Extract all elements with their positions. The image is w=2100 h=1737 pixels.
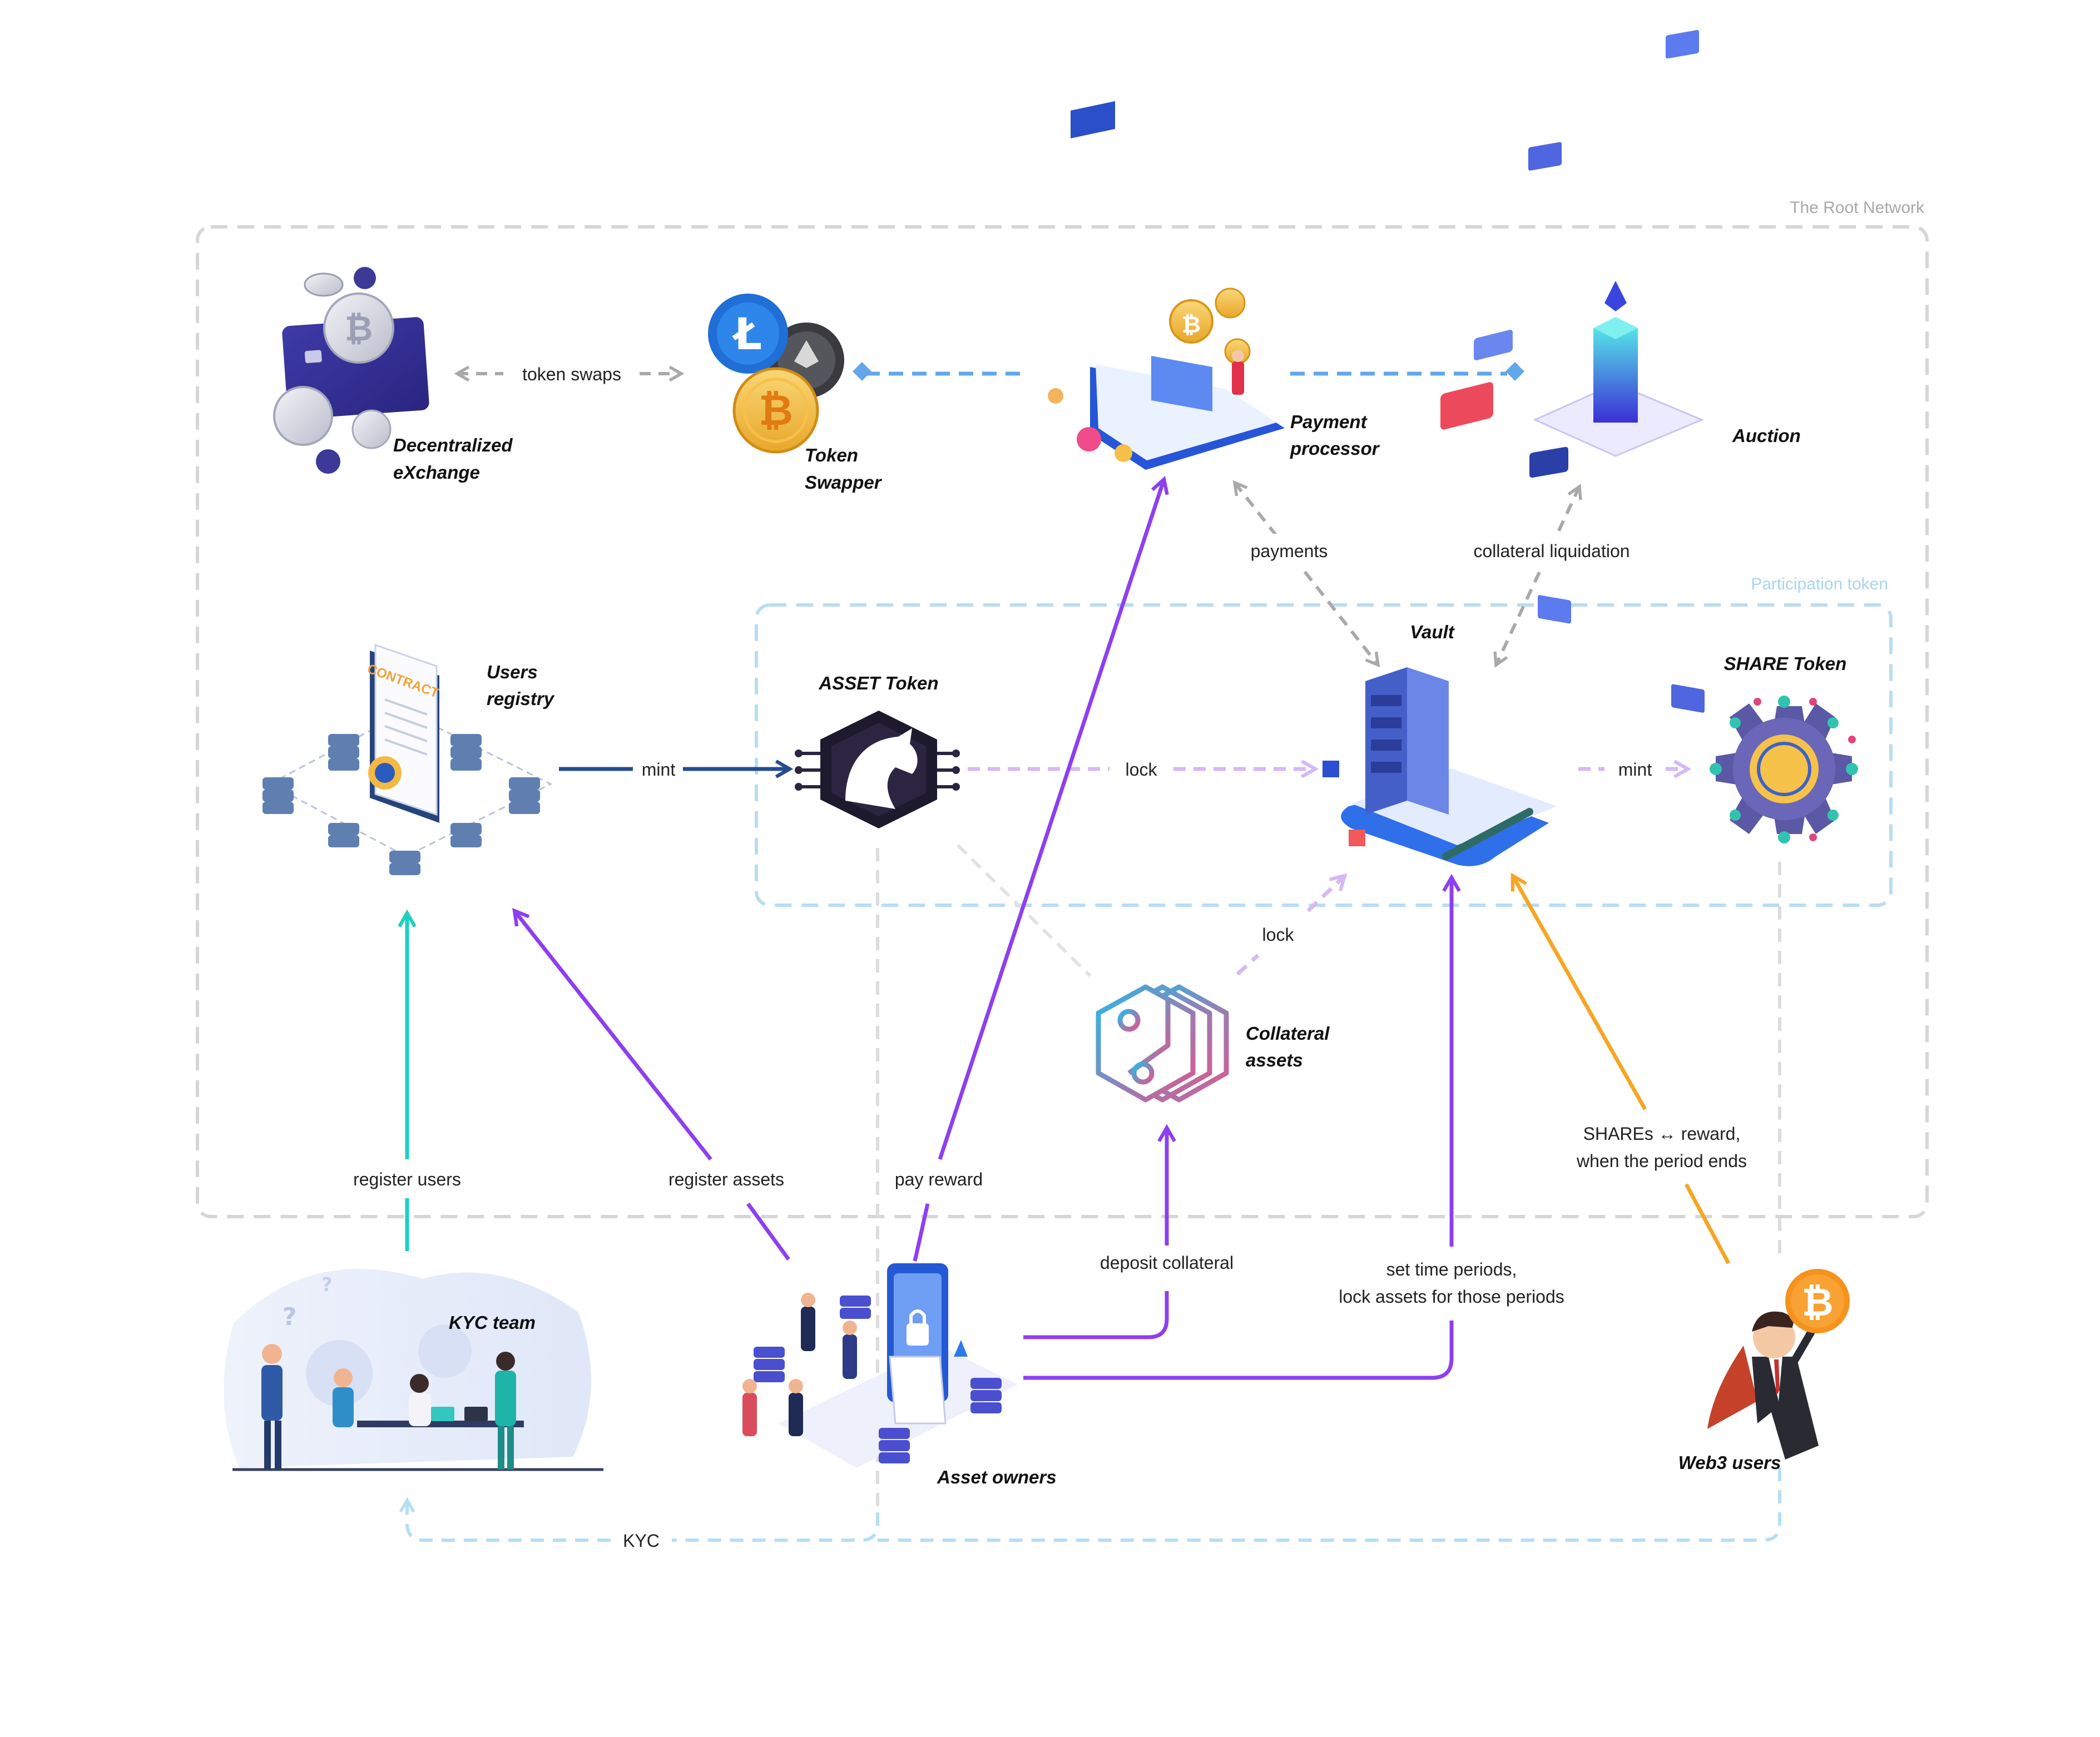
edge-label-token-swaps: token swaps (522, 364, 621, 384)
edge-shares-reward: SHAREs ↔ reward, when the period ends (1510, 872, 1747, 1264)
gear-token-icon (1710, 696, 1858, 843)
horse-chip-icon (795, 711, 960, 828)
edge-label-register-assets: register assets (668, 1169, 784, 1189)
edge-label-payments: payments (1251, 541, 1328, 561)
edge-label-set-periods-2: lock assets for those periods (1339, 1287, 1564, 1307)
node-label-asset-owners: Asset owners (937, 1467, 1057, 1487)
node-label-dex-1: Decentralized (393, 435, 513, 455)
node-dex: ₿ Decentralized eXchange (273, 267, 513, 483)
edge-label-pay-reward: pay reward (895, 1169, 983, 1189)
edge-deposit-collateral: deposit collateral (1023, 1124, 1234, 1339)
node-label-payment-processor-2: processor (1290, 438, 1380, 459)
edge-kyc: KYC (407, 1468, 1781, 1551)
edge-label-lock-collateral: lock (1262, 925, 1295, 945)
contract-document-icon: CONTRACT (262, 643, 553, 875)
node-collateral-assets: Collateral assets (1096, 984, 1330, 1103)
crypto-coins-icon: Ł ₿ (708, 294, 844, 454)
svg-text:₿: ₿ (1182, 311, 1201, 338)
node-vault: Vault (1323, 330, 1568, 866)
edge-lock-collateral: lock (1236, 873, 1348, 976)
node-users-registry: CONTRACT Users registry (262, 643, 555, 875)
edge-label-shares-reward-1: SHAREs ↔ reward, (1583, 1124, 1741, 1144)
credit-card-with-coins-icon: ₿ (273, 267, 429, 474)
edge-collateral-liquidation: collateral liquidation (1457, 484, 1646, 668)
node-token-swapper: Ł ₿ Token Swapper (708, 294, 883, 493)
server-vault-icon (1323, 330, 1568, 866)
node-label-vault: Vault (1410, 622, 1455, 642)
hexagon-circuit-icon (1096, 984, 1229, 1103)
flying-businessman-icon: ₿ (1707, 1269, 1850, 1460)
node-label-asset-token: ASSET Token (818, 673, 938, 693)
node-label-kyc-team: KYC team (449, 1312, 536, 1333)
node-label-share-token: SHARE Token (1724, 653, 1847, 674)
svg-text:?: ? (321, 1274, 333, 1296)
edge-label-collateral-liquidation: collateral liquidation (1473, 541, 1630, 561)
edge-label-mint-asset: mint (642, 760, 676, 780)
node-web3-users: ₿ Web3 users (1678, 1269, 1850, 1473)
edge-label-register-users: register users (353, 1169, 461, 1189)
node-label-collateral-assets-1: Collateral (1246, 1023, 1330, 1044)
blockchain-network-icon (1528, 29, 1705, 713)
region-root-network-label: The Root Network (1790, 198, 1925, 217)
payment-dashboard-icon: ₿ (1048, 101, 1285, 470)
edge-asset-collateral-link (956, 843, 1092, 977)
edge-mint-share: mint (1578, 760, 1692, 780)
people-with-phone-icon (742, 1263, 1018, 1468)
edge-label-mint-share: mint (1618, 760, 1652, 780)
node-label-web3-users: Web3 users (1678, 1452, 1781, 1473)
node-asset-token: ASSET Token (795, 673, 960, 828)
edge-payment-auction (1290, 362, 1524, 381)
region-root-network: The Root Network (196, 198, 1929, 1218)
node-label-collateral-assets-2: assets (1246, 1050, 1303, 1070)
edge-label-shares-reward-2: when the period ends (1576, 1151, 1747, 1171)
node-label-token-swapper-2: Swapper (805, 472, 883, 493)
edge-token-swaps: token swaps (454, 364, 685, 384)
edge-label-kyc: KYC (623, 1531, 660, 1551)
node-asset-owners: Asset owners (742, 1263, 1057, 1487)
edge-pay-reward: pay reward (895, 475, 1169, 1262)
region-participation-token: Participation token (755, 575, 1893, 907)
edge-swapper-payment (853, 362, 1026, 381)
region-participation-token-label: Participation token (1751, 575, 1888, 593)
edge-label-deposit-collateral: deposit collateral (1100, 1253, 1234, 1273)
edge-set-periods: set time periods, lock assets for those … (1023, 874, 1564, 1380)
svg-text:Ł: Ł (732, 310, 762, 360)
node-label-users-registry-1: Users (487, 662, 538, 682)
node-auction: Auction (1528, 29, 1801, 713)
svg-text:₿: ₿ (759, 385, 793, 435)
edge-label-lock-asset: lock (1126, 760, 1158, 780)
edge-mint-asset: mint (559, 760, 794, 780)
svg-text:₿: ₿ (1801, 1279, 1833, 1325)
node-share-token: SHARE Token (1710, 653, 1858, 843)
edge-register-assets: register assets (512, 908, 790, 1261)
node-label-payment-processor-1: Payment (1290, 411, 1368, 432)
edge-register-users: register users (353, 909, 461, 1251)
node-payment-processor: ₿ Payment processor (1048, 101, 1380, 470)
node-label-auction: Auction (1732, 425, 1801, 446)
team-meeting-icon: ? ? (200, 1254, 609, 1490)
svg-text:₿: ₿ (345, 308, 373, 349)
node-label-users-registry-2: registry (487, 688, 555, 709)
edge-payments: payments (1232, 480, 1380, 668)
edge-label-set-periods-1: set time periods, (1386, 1259, 1517, 1279)
node-label-token-swapper-1: Token (805, 445, 858, 465)
svg-text:?: ? (283, 1303, 297, 1331)
edge-lock-asset: lock (968, 760, 1319, 780)
node-kyc-team: ? ? KYC team (200, 1254, 609, 1490)
node-label-dex-2: eXchange (393, 462, 480, 483)
